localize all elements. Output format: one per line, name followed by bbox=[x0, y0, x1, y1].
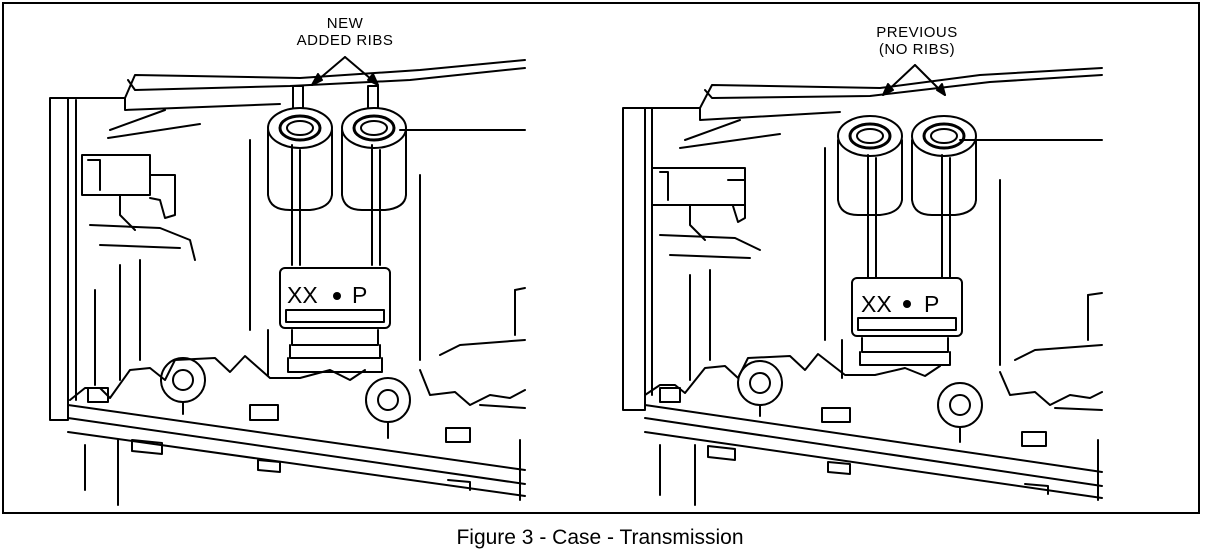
previous-label: PREVIOUS bbox=[876, 24, 958, 41]
previous-no-ribs-callout: PREVIOUS (NO RIBS) bbox=[830, 24, 1004, 58]
right-plate-dot bbox=[903, 300, 911, 308]
right-transmission-case bbox=[622, 64, 1103, 506]
added-ribs-label: ADDED RIBS bbox=[296, 32, 394, 49]
left-transmission-case bbox=[49, 56, 526, 506]
right-plate-suffix: P bbox=[924, 291, 939, 317]
left-plate-suffix: P bbox=[352, 282, 367, 308]
new-label: NEW bbox=[326, 15, 364, 32]
figure-caption: Figure 3 - Case - Transmission bbox=[456, 526, 744, 549]
left-plate-code: XX bbox=[287, 282, 318, 308]
no-ribs-label: (NO RIBS) bbox=[878, 41, 956, 58]
right-plate-code: XX bbox=[861, 291, 892, 317]
new-added-ribs-callout: NEW ADDED RIBS bbox=[262, 15, 428, 49]
left-plate-dot bbox=[333, 292, 341, 300]
